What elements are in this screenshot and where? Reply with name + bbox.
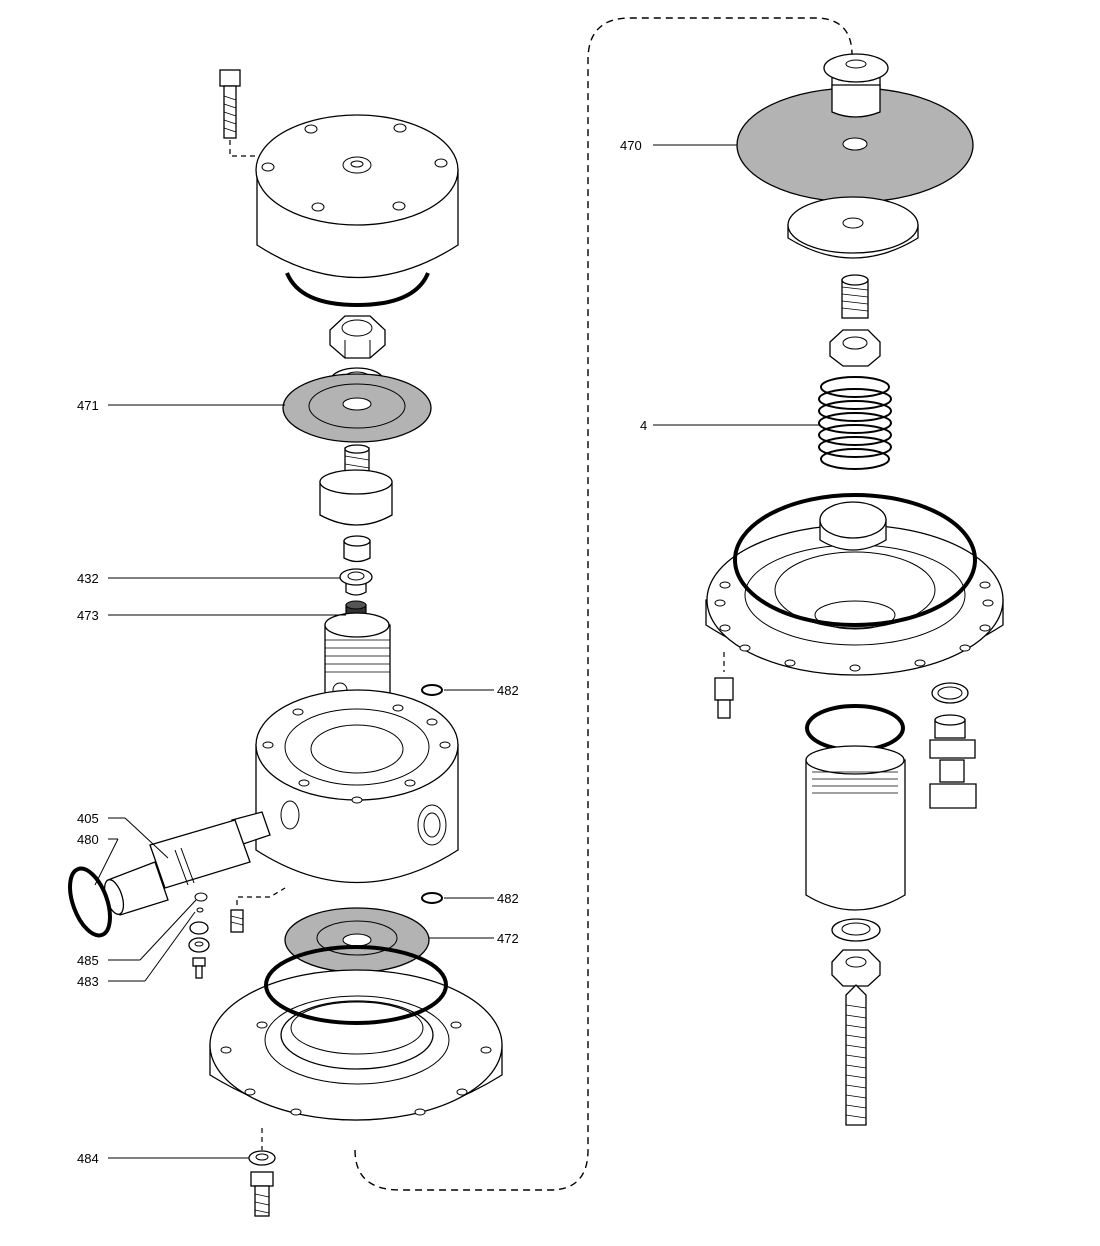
cylinder-body — [805, 745, 906, 911]
label-480: 480 — [77, 832, 99, 847]
fitting-right — [929, 714, 977, 809]
small-screw-483 — [192, 957, 206, 979]
label-4: 4 — [640, 418, 647, 433]
spring-4 — [818, 376, 892, 470]
label-484: 484 — [77, 1151, 99, 1166]
large-o-ring-right — [733, 493, 977, 627]
top-cap-screw — [219, 69, 241, 139]
stem-405 — [103, 811, 271, 916]
top-cap-housing — [255, 114, 459, 279]
label-471: 471 — [77, 398, 99, 413]
label-472: 472 — [497, 931, 519, 946]
diaphragm-471 — [282, 373, 432, 443]
o-ring-482-lower — [421, 892, 443, 904]
o-ring-485 — [194, 892, 208, 902]
hex-nut-lower-right — [831, 949, 881, 987]
flange-bolt-right — [714, 677, 734, 719]
center-dome — [819, 501, 887, 551]
piston-stud — [319, 444, 393, 526]
washer-484-hole — [255, 1153, 269, 1161]
label-470: 470 — [620, 138, 642, 153]
o-ring-cylinder-top — [805, 704, 905, 752]
leader-405-b — [124, 817, 169, 859]
hex-nut-upper-left — [329, 315, 386, 359]
lower-plate — [787, 196, 919, 259]
label-432: 432 — [77, 571, 99, 586]
label-485: 485 — [77, 953, 99, 968]
washer-below-cylinder — [831, 918, 881, 942]
bottom-screw — [250, 1171, 274, 1217]
label-483: 483 — [77, 974, 99, 989]
o-ring-482-upper — [421, 684, 443, 696]
label-405: 405 — [77, 811, 99, 826]
leader-485-b — [139, 899, 197, 961]
label-482-lower: 482 — [497, 891, 519, 906]
seat-432 — [339, 568, 373, 596]
top-cap-o-ring — [285, 272, 430, 308]
small-ring — [196, 907, 204, 913]
set-screw-dashed — [236, 887, 286, 905]
label-482-upper: 482 — [497, 683, 519, 698]
screw-alignment-dashed — [229, 140, 262, 157]
flange-o-ring — [264, 945, 448, 1025]
bottom-flange — [209, 969, 503, 1121]
set-screw — [230, 909, 244, 933]
threaded-insert — [841, 274, 869, 319]
main-valve-body — [255, 689, 459, 884]
assembly-connector-dashed-line — [354, 17, 853, 1191]
small-spacer — [343, 535, 371, 563]
hex-nut-right — [829, 329, 881, 367]
o-ring-480 — [68, 866, 112, 938]
label-473: 473 — [77, 608, 99, 623]
leader-480-b — [94, 838, 119, 886]
diaphragm-470 — [736, 84, 974, 203]
diaphragm-472 — [284, 907, 430, 973]
threaded-rod — [845, 984, 867, 1126]
ring-right-small — [931, 682, 969, 704]
washer-483 — [188, 921, 210, 953]
leader-483-b — [144, 911, 196, 982]
